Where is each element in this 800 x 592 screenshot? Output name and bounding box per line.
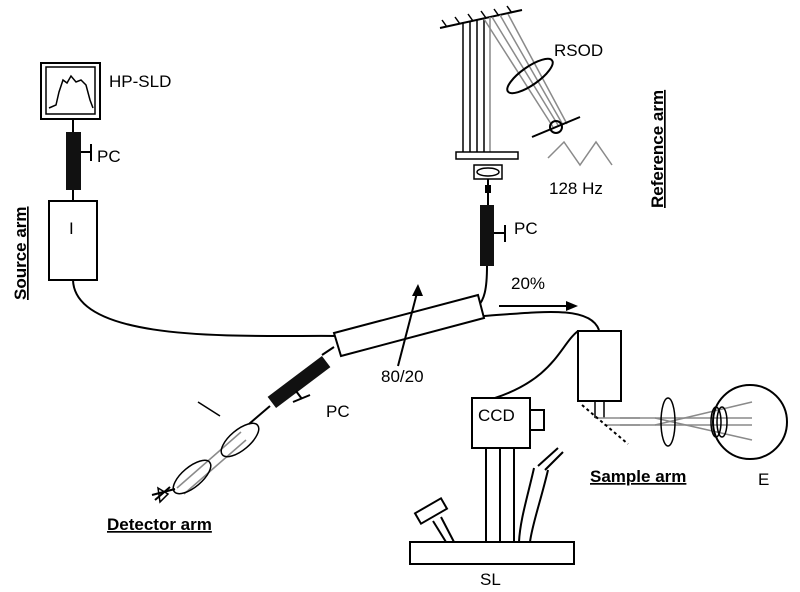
photodiode-icon [151, 486, 176, 504]
detector-arm: PC Detector arm [107, 346, 350, 534]
isolator-label: I [69, 219, 74, 238]
slit-lamp-column [485, 447, 501, 543]
pc-reference-label: PC [514, 219, 538, 238]
scanner-box [577, 330, 622, 402]
coupler-adjust-arrow [397, 288, 419, 367]
polarization-controller-source[interactable] [66, 132, 81, 190]
pc-detector-label: PC [326, 402, 350, 421]
hp-sld-unit [40, 62, 101, 120]
split-ratio-label: 80/20 [381, 367, 424, 386]
dichroic-mirror [581, 404, 629, 445]
isolator-box [48, 200, 98, 281]
sample-optics: E Sample arm [590, 384, 788, 489]
rsod-mount [455, 151, 519, 160]
triangle-waveform [547, 140, 613, 167]
split-percent-label: 20% [511, 274, 545, 293]
detector-arm-label: Detector arm [107, 515, 212, 534]
hp-sld-label: HP-SLD [109, 72, 171, 91]
rsod-beams [462, 13, 568, 152]
ccd-label: CCD [478, 406, 515, 425]
slit-lamp-arm [494, 330, 598, 399]
scan-frequency-label: 128 Hz [549, 179, 603, 198]
source-fiber [72, 279, 339, 338]
polarization-controller-detector[interactable] [267, 355, 331, 409]
source-arm-label: Source arm [11, 206, 30, 300]
eye-label: E [758, 470, 769, 489]
rsod-lens [506, 57, 554, 95]
slit-lamp-base [409, 541, 575, 565]
slit-lamp: CCD SL [409, 330, 640, 589]
source-arm: HP-SLD PC I Source arm [11, 62, 339, 338]
slit-lamp-reflector [518, 467, 549, 543]
reference-arm-label: Reference arm [648, 90, 667, 208]
sample-lens-1 [660, 397, 676, 447]
eye-icon [712, 384, 788, 460]
sample-lens-3 [716, 406, 728, 438]
rsod-grating [439, 5, 523, 29]
sample-arm-label: Sample arm [590, 467, 686, 486]
joystick-icon[interactable] [413, 496, 455, 543]
reference-arm: RSOD 128 Hz PC Reference arm [439, 5, 667, 307]
collimator-box [473, 164, 503, 180]
rsod-scanning-mirror [531, 116, 581, 138]
sample-fiber [483, 310, 600, 331]
detector-lens-upper [220, 422, 260, 458]
detector-lens-lower [172, 459, 212, 495]
polarization-controller-reference[interactable] [480, 205, 494, 266]
fiber-coupler: 80/20 [332, 284, 486, 386]
slit-lamp-label: SL [480, 570, 501, 589]
rsod-label: RSOD [554, 41, 603, 60]
sld-spectrum-curve [48, 74, 94, 109]
pc-source-label: PC [97, 147, 121, 166]
